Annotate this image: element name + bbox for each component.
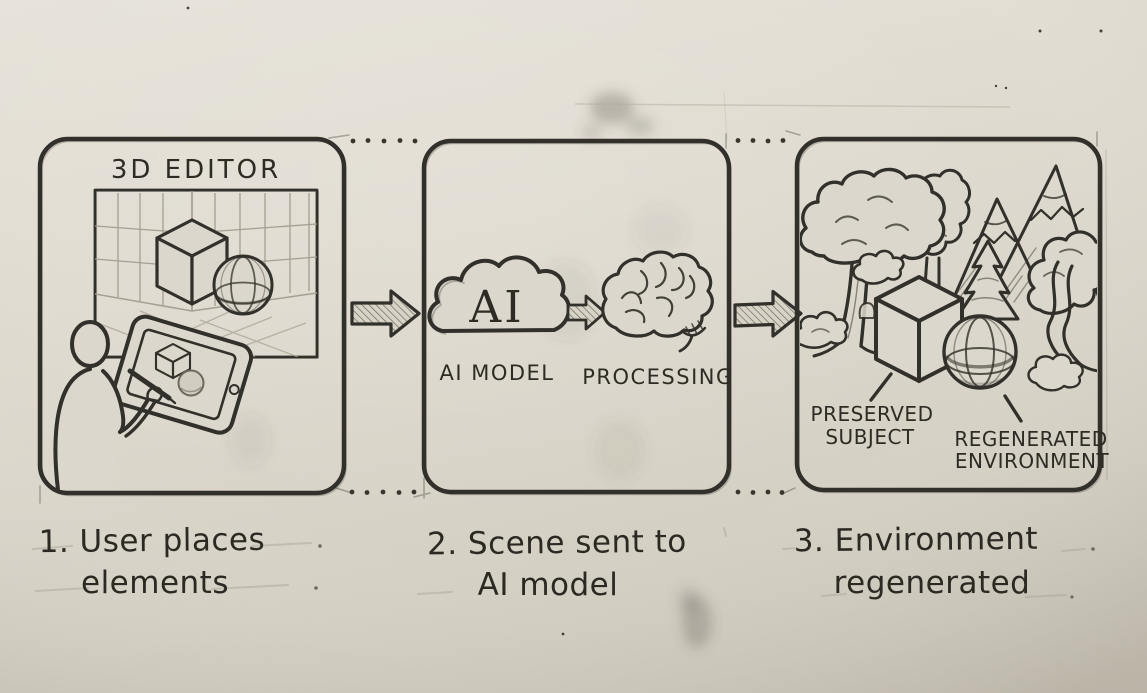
preserved-subject-label-line2: SUBJECT: [825, 425, 915, 449]
user-head: [70, 320, 110, 368]
dotted-connector-top-left: [350, 138, 418, 144]
regenerated-environment-label-line2: ENVIRONMENT: [955, 449, 1110, 473]
processing-label: PROCESSING: [582, 365, 734, 389]
bush-sketch-right: [1027, 353, 1084, 392]
caption-step1-line1: 1. User places: [38, 522, 265, 560]
ai-cloud-icon: AI: [427, 255, 571, 335]
dotted-connector-bottom-right: [735, 489, 785, 495]
bush-puff: [852, 249, 905, 285]
panel-2-frame: [421, 138, 732, 495]
brain-stem: [678, 334, 694, 353]
panel-3-frame: [794, 136, 1103, 493]
panel-step1: 3D EDITOR: [37, 134, 353, 504]
caption-step3-line1: 3. Environment: [794, 521, 1039, 560]
tree-sketch-right: [1026, 230, 1097, 392]
sphere-shape-regenerated: [942, 314, 1018, 390]
stylus-icon: [127, 368, 172, 401]
flow-arrow-icon-2: [733, 289, 803, 338]
panel-1-title: 3D EDITOR: [111, 155, 281, 185]
cube-shape-preserved: [874, 275, 964, 383]
regenerated-environment-label-line1: REGENERATED: [954, 427, 1107, 451]
bush-sketch-left: [800, 310, 849, 349]
tablet-screen-content: [154, 342, 205, 397]
panel-1-frame-sketch-line: [41, 140, 347, 497]
brain-icon: [601, 250, 714, 353]
caption-step1-line2: elements: [81, 565, 229, 601]
flow-arrow-icon-small: [566, 294, 607, 331]
caption-step2-line1: 2. Scene sent to: [427, 524, 687, 563]
cube-shape-tablet: [154, 342, 192, 380]
panel-1-frame: [37, 136, 347, 496]
user-figure: [53, 320, 177, 492]
caption-guide-lines: [32, 527, 1086, 598]
panel-step3: PRESERVED SUBJECT REGENERATED ENVIRONMEN…: [781, 130, 1110, 495]
panel-step2: AI AI MODEL PROCESSING: [413, 133, 734, 499]
caption-step2-line2: AI model: [478, 567, 619, 603]
caption-guide-dots: [314, 544, 1095, 599]
cloud-ai-text: AI: [468, 282, 524, 333]
ai-model-label: AI MODEL: [439, 361, 554, 385]
sphere-shape-tablet: [177, 369, 205, 397]
preserved-subject-label-line1: PRESERVED: [811, 402, 934, 426]
environment-art: [800, 164, 1097, 392]
sphere-shape-editor: [212, 254, 274, 316]
tablet-home-button: [228, 384, 240, 396]
editor-viewport: [93, 188, 320, 360]
caption-step3-line2: regenerated: [834, 565, 1031, 601]
flow-arrow-icon-1: [350, 289, 421, 338]
dotted-connector-bottom-left: [349, 489, 417, 495]
dotted-connector-top-right: [735, 138, 786, 144]
subject-pointer-line: [869, 372, 893, 402]
environment-pointer-line: [1003, 394, 1023, 423]
captions: 1. User places elements 2. Scene sent to…: [32, 521, 1095, 603]
